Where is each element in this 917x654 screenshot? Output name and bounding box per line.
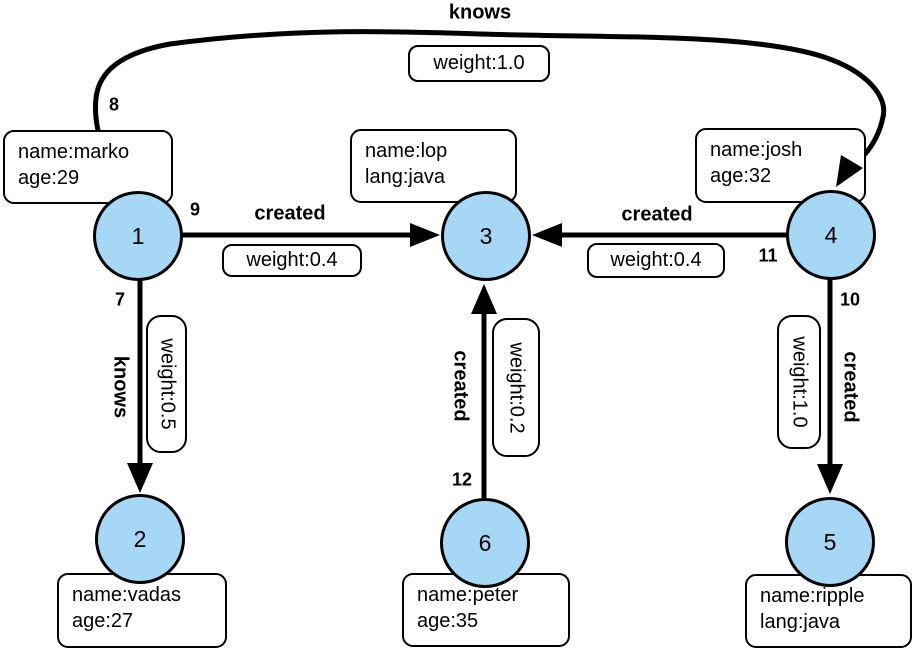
node-2-circle: 2 [95,494,185,584]
edge-11-weight-box: weight:0.4 [587,243,725,278]
edge-8-label: knows [448,1,512,24]
node-id: 5 [823,528,837,555]
edge-10-label: created [839,351,862,423]
node-id: 4 [824,221,838,248]
property-line: lang:java [365,166,446,188]
property-line: name:ripple [760,585,865,607]
node-1-circle: 1 [93,191,183,281]
edge-9-id: 9 [189,199,201,220]
node-id: 1 [131,222,145,249]
property-line: name:vadas [72,584,181,606]
edge-9-weight-box: weight:0.4 [222,244,362,277]
property-line: name:josh [710,139,803,161]
edge-7-arrowhead [127,463,153,493]
edge-11-id: 11 [758,245,778,266]
edge-10-id: 10 [839,289,861,310]
node-5-circle: 5 [785,497,875,587]
edge-9-arrowhead [410,223,440,247]
edge-8-line [92,29,887,198]
node-2-properties-box: name:vadas age:27 [57,573,227,648]
node-3-circle: 3 [441,191,531,281]
edge-10-arrowhead [817,464,843,494]
node-6-circle: 6 [440,498,530,588]
property-line: lang:java [760,611,841,633]
edge-12-id: 12 [451,469,473,490]
edge-7-label: knows [109,355,132,419]
property-line: name:peter [417,584,519,606]
property-line: age:29 [18,167,80,189]
edge-11-label: created [621,203,693,226]
edge-11-arrowhead [532,223,562,247]
property-line: name:lop [365,140,448,162]
node-id: 2 [133,525,147,552]
edge-10-weight-box: weight:1.0 [777,315,821,449]
edge-7-id: 7 [114,289,126,310]
edge-7-weight-box: weight:0.5 [146,315,187,453]
node-3-properties-box: name:lop lang:java [350,129,517,203]
edge-8-weight-box: weight:1.0 [408,45,550,82]
node-4-circle: 4 [786,190,876,280]
node-id: 6 [478,529,492,556]
edge-12-weight-box: weight:0.2 [492,318,540,457]
node-id: 3 [479,222,493,249]
property-line: age:27 [72,610,134,632]
edge-9-label: created [254,202,326,225]
property-line: name:marko [18,141,130,163]
edge-8-arrowhead [836,155,863,187]
edge-8-id: 8 [108,94,120,115]
edge-12-label: created [449,350,472,422]
edge-12-arrowhead [471,284,497,314]
property-line: age:35 [417,610,479,632]
property-line: age:32 [710,165,772,187]
